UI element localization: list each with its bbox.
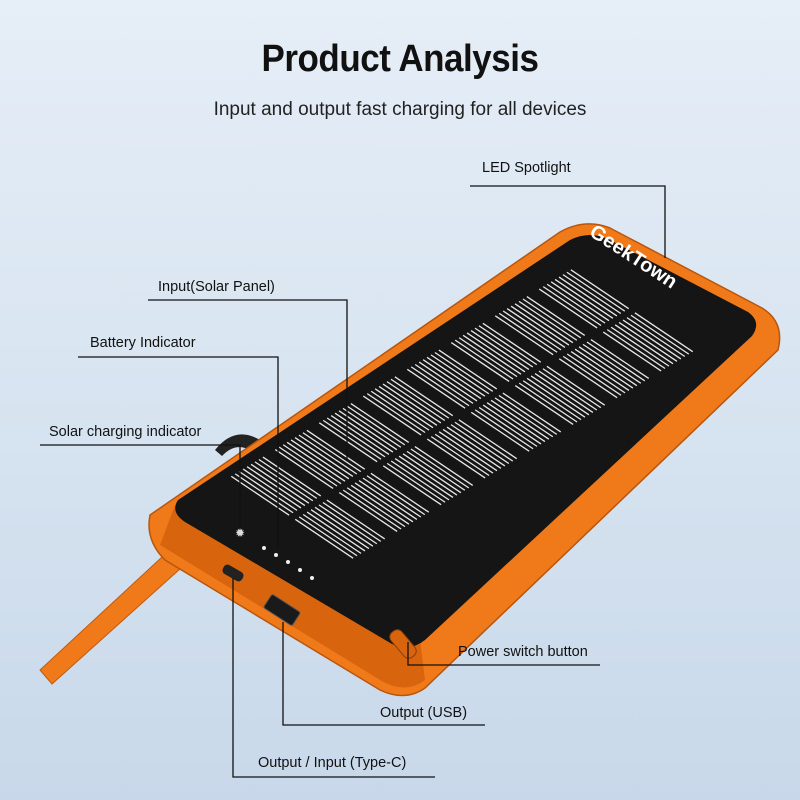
lanyard-strap [39, 544, 191, 685]
callout-battery-indicator: Battery Indicator [90, 335, 196, 351]
solar-cell [494, 296, 586, 356]
solar-cell [558, 339, 650, 399]
battery-indicator-leds [262, 546, 314, 580]
solar-cell [538, 269, 630, 329]
solar-cell [294, 499, 386, 559]
solar-cell [274, 429, 366, 489]
solar-cell [514, 365, 606, 425]
body-side [160, 505, 425, 688]
callout-power-switch: Power switch button [458, 644, 588, 660]
solar-cell [338, 472, 430, 532]
power-switch-button[interactable] [387, 627, 418, 661]
callout-type-c: Output / Input (Type-C) [258, 755, 407, 771]
page-subtitle: Input and output fast charging for all d… [213, 99, 587, 120]
solar-cell [318, 403, 410, 463]
solar-cell [470, 392, 562, 452]
solar-cell [406, 349, 498, 409]
sun-icon: ✹ [235, 526, 245, 540]
page-title: Product Analysis [261, 38, 539, 80]
solar-cell [230, 456, 322, 516]
callout-lines [40, 185, 666, 778]
solar-cell [450, 322, 542, 382]
callout-led-spotlight: LED Spotlight [482, 160, 571, 176]
type-c-port [222, 564, 244, 582]
solar-panel [230, 269, 694, 559]
callout-output-usb: Output (USB) [380, 705, 468, 721]
solar-cell [426, 419, 518, 479]
callout-solar-panel: Input(Solar Panel) [158, 279, 275, 295]
usb-port [263, 594, 301, 626]
solar-cell [382, 446, 474, 506]
solar-cell [362, 376, 454, 436]
solar-cell [602, 312, 694, 372]
callout-solar-charging-indicator: Solar charging indicator [49, 424, 202, 440]
device-face [175, 235, 757, 648]
